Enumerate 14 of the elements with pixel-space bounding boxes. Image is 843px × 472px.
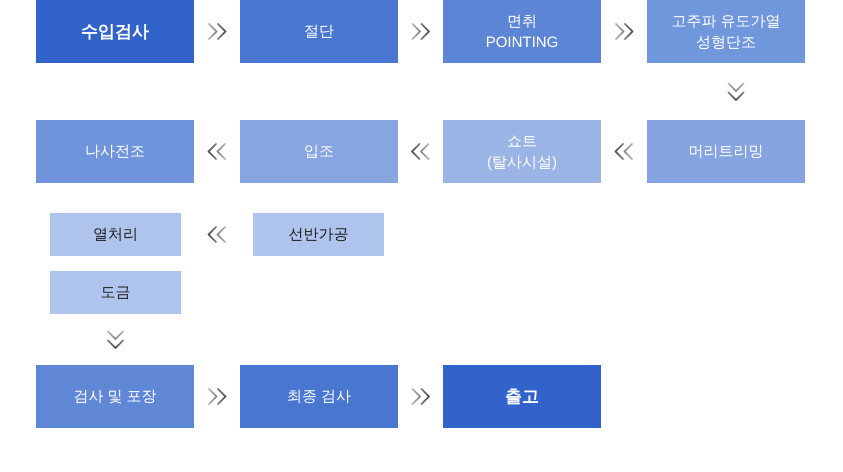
process-box: 고주파 유도가열 성형단조	[647, 0, 805, 63]
process-box: 최종 검사	[240, 365, 398, 428]
process-box: 절단	[240, 0, 398, 63]
process-box: 선반가공	[253, 213, 384, 256]
process-box: 쇼트 (탈사시설)	[443, 120, 601, 183]
process-box: 출고	[443, 365, 601, 428]
process-box: 머리트리밍	[647, 120, 805, 183]
process-box: 도금	[50, 271, 181, 314]
process-box: 나사전조	[36, 120, 194, 183]
process-box: 면취 POINTING	[443, 0, 601, 63]
process-box: 검사 및 포장	[36, 365, 194, 428]
process-box: 열처리	[50, 213, 181, 256]
process-box: 입조	[240, 120, 398, 183]
process-box: 수입검사	[36, 0, 194, 63]
